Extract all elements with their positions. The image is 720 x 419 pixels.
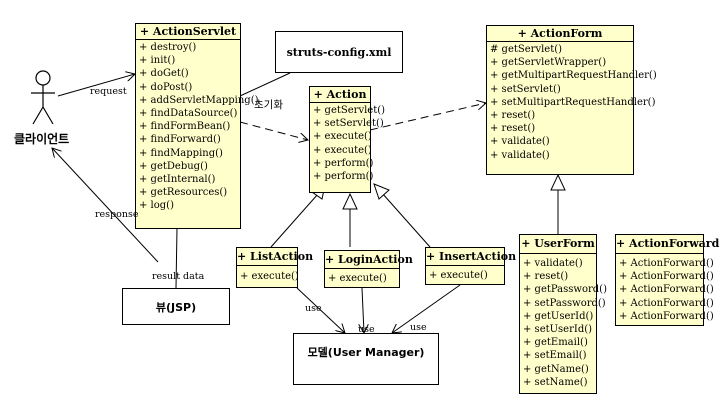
action-servlet-method: + addServletMapping() (139, 94, 259, 106)
action-servlet-methods: + destroy()+ init()+ doGet()+ doPost()+ … (136, 40, 259, 213)
use-label-list: use (305, 303, 322, 314)
action-class[interactable]: + Action + getServlet()+ setServlet()+ e… (309, 86, 386, 193)
list-action-methods: + execute() (237, 266, 299, 283)
action-forward-method: + ActionForward() (619, 310, 714, 322)
action-method: + getServlet() (313, 105, 386, 116)
insert-action-title: + InsertAction (426, 248, 516, 266)
action-form-methods: # getServlet() + getServletWrapper()+ get… (487, 42, 657, 162)
action-form-method: + getServletWrapper() (490, 57, 607, 69)
action-servlet-class[interactable]: + ActionServlet + destroy() + init()+ doG… (135, 23, 259, 229)
action-form-method: + getMultipartRequestHandler() (490, 70, 657, 82)
action-method: + setServlet() (313, 118, 384, 130)
result-data-label: result data (152, 271, 205, 282)
user-form-class[interactable]: + UserForm + validate() + reset()+ getPas… (519, 234, 607, 394)
login-action-class[interactable]: + LoginAction + execute() (324, 250, 413, 288)
action-servlet-method: + destroy() (139, 42, 197, 53)
model-box[interactable]: 모델(User Manager) (293, 333, 439, 385)
action-form-dependency (369, 103, 486, 131)
user-form-method: + setName() (523, 376, 588, 388)
action-method: + execute() (313, 131, 372, 143)
login-action-title: + LoginAction (325, 251, 413, 269)
user-form-method: + getPassword() (523, 284, 607, 296)
list-action-class[interactable]: + ListAction + execute() (236, 247, 313, 288)
action-forward-method: + ActionForward() (619, 297, 714, 309)
user-form-method: + validate() (523, 258, 583, 269)
action-servlet-method: + getDebug() (139, 160, 208, 172)
action-form-method: + setMultipartRequestHandler() (490, 96, 656, 108)
action-form-method: # getServlet() (490, 44, 563, 55)
use-arrow-insert (392, 284, 461, 333)
user-form-method: + getName() (523, 363, 589, 375)
action-forward-class[interactable]: + ActionForward + ActionForward()+ Actio… (615, 234, 719, 326)
user-form-method: + setPassword() (523, 297, 606, 309)
action-method: + perform() (313, 157, 374, 169)
user-form-method: + setEmail() (523, 350, 587, 362)
insert-action-method: + execute() (429, 270, 488, 281)
action-forward-methods: + ActionForward()+ ActionForward()+ Acti… (616, 254, 714, 323)
action-servlet-title: + ActionServlet (136, 24, 240, 40)
actor-figure (31, 70, 55, 125)
insert-action-methods: + execute() (426, 266, 504, 282)
action-forward-method: + ActionForward() (619, 258, 714, 269)
action-title: + Action (310, 87, 370, 103)
insert-action-class[interactable]: + InsertAction + execute() (425, 247, 516, 285)
action-servlet-method: + findFormBean() (139, 121, 231, 133)
action-form-method: + validate() (490, 149, 550, 161)
use-arrow-list (296, 287, 345, 333)
response-label: response (95, 209, 139, 220)
action-method: + perform() (313, 171, 374, 183)
list-action-method: + execute() (240, 271, 299, 282)
result-data-line (175, 227, 178, 289)
use-label-login: use (358, 324, 375, 335)
response-arrow (52, 148, 159, 263)
action-servlet-method: + getInternal() (139, 174, 216, 186)
action-servlet-method: + getResources() (139, 187, 228, 199)
user-form-method: + getUserId() (523, 310, 594, 322)
action-forward-method: + ActionForward() (619, 284, 714, 296)
use-label-insert: use (410, 322, 427, 333)
action-servlet-method: + init() (139, 55, 176, 67)
action-method: + execute() (313, 144, 372, 156)
action-servlet-method: + findMapping() (139, 147, 223, 159)
action-form-title: + ActionForm (487, 26, 633, 42)
user-form-method: + setUserId() (523, 324, 593, 336)
action-servlet-method: + doGet() (139, 68, 189, 80)
init-label: 초기화 (254, 99, 283, 111)
action-form-method: + setServlet() (490, 83, 561, 95)
view-jsp-box[interactable]: 뷰(JSP) (122, 288, 230, 325)
use-arrow-login (362, 287, 364, 333)
user-form-method: + reset() (523, 271, 569, 283)
request-label: request (90, 86, 127, 97)
action-form-method: + validate() (490, 136, 550, 148)
action-forward-method: + ActionForward() (619, 271, 714, 283)
user-form-title: + UserForm (520, 235, 596, 254)
action-form-method: + reset() (490, 123, 536, 135)
request-arrow (57, 74, 135, 97)
list-action-title: + ListAction (237, 248, 313, 266)
action-forward-title: + ActionForward (616, 235, 719, 254)
login-action-method: + execute() (328, 273, 387, 284)
action-form-class[interactable]: + ActionForm # getServlet() + getServletW… (486, 25, 657, 175)
action-servlet-method: + findForward() (139, 134, 221, 146)
user-form-methods: + validate()+ reset()+ getPassword()+ se… (520, 254, 607, 389)
action-methods: + getServlet()+ setServlet()+ execute()+… (310, 103, 386, 183)
action-servlet-method: + doPost() (139, 81, 193, 93)
action-form-method: + reset() (490, 110, 536, 122)
action-servlet-method: + findDataSource() (139, 108, 238, 120)
user-form-method: + getEmail() (523, 337, 588, 349)
servlet-action-dependency (239, 121, 308, 140)
struts-config-box[interactable]: struts-config.xml (275, 31, 403, 73)
actor-label: 클라이언트 (14, 132, 70, 146)
action-servlet-method: + log() (139, 200, 174, 212)
struts-config-link (239, 72, 291, 97)
login-action-methods: + execute() (325, 269, 399, 285)
